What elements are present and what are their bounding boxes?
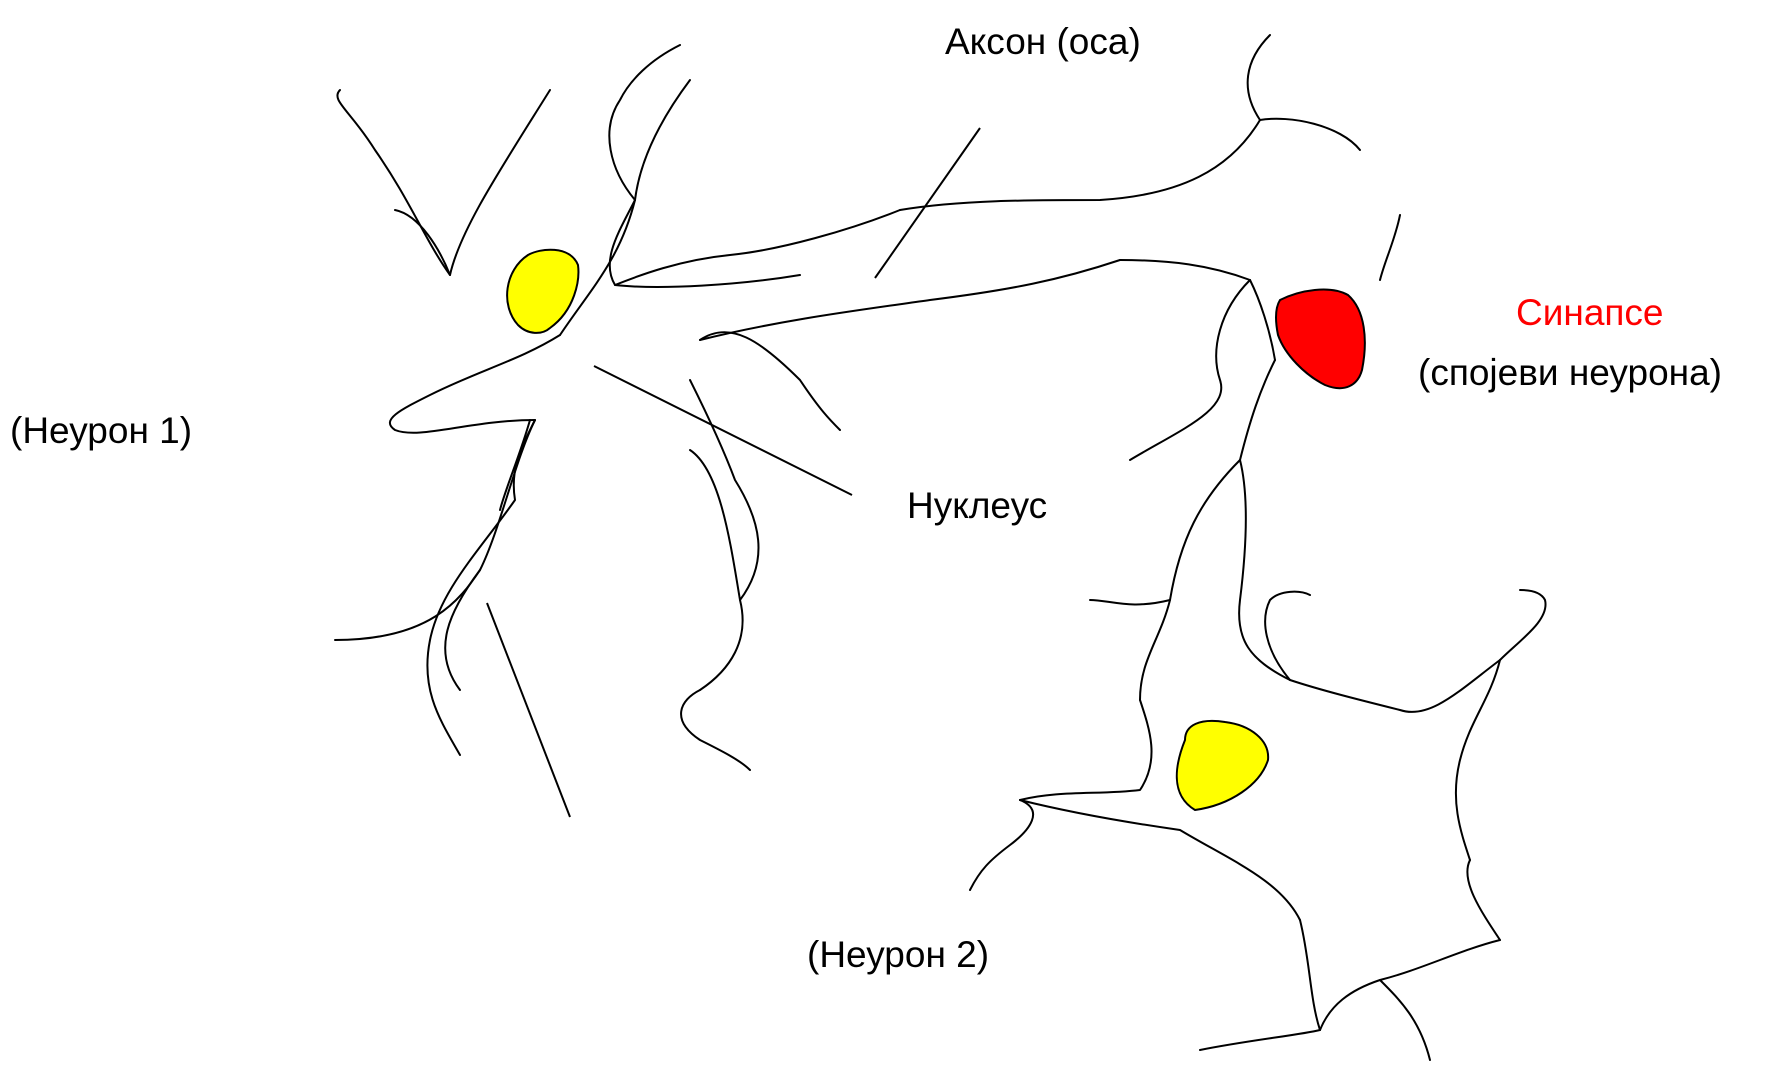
nucleus-neuron-1 (507, 250, 578, 333)
dendrite-leader-line (487, 603, 570, 817)
nucleus-leader-line (594, 366, 852, 495)
synapse-shape (1276, 290, 1365, 389)
axon-label: Аксон (оса) (945, 21, 1141, 62)
neuron-1-outline (335, 45, 900, 770)
nucleus-neuron-2 (1177, 721, 1268, 810)
axon-outline (700, 35, 1400, 460)
nucleus-label: Нуклеус (907, 485, 1047, 526)
neuron-2-label: (Неурон 2) (807, 934, 989, 975)
neuron-1-label: (Неурон 1) (10, 410, 192, 451)
synapse-sublabel: (спојеви неурона) (1418, 352, 1722, 393)
synapse-label: Синапсе (1516, 292, 1664, 333)
